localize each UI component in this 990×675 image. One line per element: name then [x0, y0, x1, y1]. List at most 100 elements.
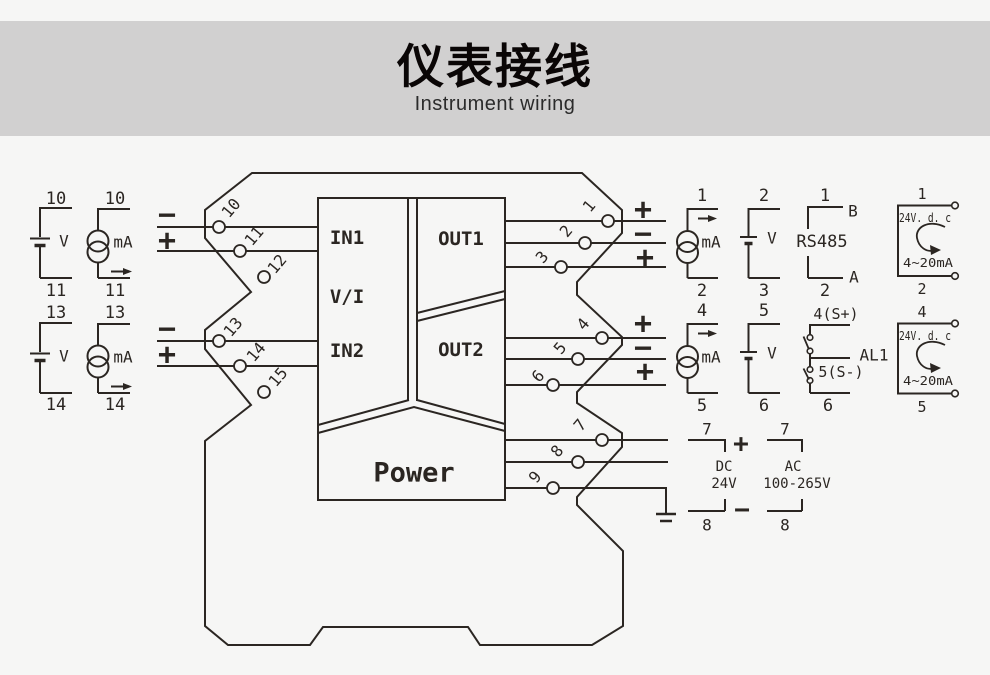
load-i2-wire [686, 323, 718, 394]
power-divider [317, 399, 506, 434]
terminal-num-15: 15 [265, 364, 292, 391]
out2-minus: − [634, 331, 652, 366]
load-i2-bottom-num: 5 [697, 396, 707, 416]
source-i1-top-num: 10 [105, 189, 125, 209]
loop1-terminal [950, 201, 960, 210]
source-voltage-1: 10 V 11 [30, 189, 72, 301]
ac-name: AC [785, 459, 802, 475]
loop-arrow-icon [916, 340, 946, 370]
load-v2-bottom-num: 6 [759, 396, 769, 416]
source-v1-wire [39, 207, 72, 279]
dc-top-num: 7 [702, 420, 712, 439]
load-v2-wire [747, 323, 780, 394]
source-current-1: 10 mA 11 [86, 189, 133, 301]
terminal-num-10: 10 [218, 195, 245, 222]
dc-minus: − [734, 495, 750, 525]
wire-9 [505, 487, 667, 514]
inner-blocks: IN1 V/I IN2 OUT1 OUT2 Power [317, 197, 506, 501]
loop-power-box-1: 1 24V. d. c 4~20mA 2 [897, 185, 960, 298]
terminal-circle-3 [554, 260, 568, 274]
out2-plus1: + [634, 307, 652, 342]
terminal-num-4: 4 [573, 314, 594, 334]
terminal-circle-10 [212, 220, 226, 234]
load-i2-label: mA [701, 348, 721, 367]
in2-plus: + [158, 338, 176, 373]
terminal-circle-6 [546, 378, 560, 392]
loop2-terminal [950, 389, 960, 398]
terminal-circle-5 [571, 352, 585, 366]
rs485-b-label: B [848, 202, 858, 221]
ac-bottom-num: 8 [780, 516, 790, 535]
out1-out2-divider [416, 290, 506, 322]
loop1-terminal [950, 271, 960, 281]
terminal-circle-9 [546, 481, 560, 495]
rs485-a-label: A [849, 268, 859, 287]
loop2-bottom-num: 5 [917, 398, 926, 416]
in1-label: IN1 [330, 227, 364, 249]
loop1-current: 4~20mA [903, 256, 954, 270]
power-label: Power [373, 458, 454, 489]
loop1-voltage: 24V. d. c [899, 211, 951, 225]
load-v2-top-num: 5 [759, 301, 769, 321]
source-i1-bottom-num: 11 [105, 281, 125, 301]
out1-plus2: + [636, 241, 654, 276]
alarm-bottom-num: 6 [823, 396, 833, 416]
terminal-num-14: 14 [243, 339, 270, 366]
ac-top-num: 7 [780, 420, 790, 439]
alarm-mid-num: 5(S-) [818, 363, 863, 381]
terminal-circles [212, 214, 615, 495]
vi-label: V/I [330, 286, 364, 308]
out1-label: OUT1 [438, 228, 484, 250]
terminal-circle-14 [233, 359, 247, 373]
enclosure-outline [204, 172, 624, 646]
flow-arrow-icon [123, 268, 132, 275]
rs485-label: RS485 [796, 232, 847, 252]
load-current-1: 1 mA 2 [676, 186, 721, 301]
load-v1-bottom-num: 3 [759, 281, 769, 301]
in2-label: IN2 [330, 340, 364, 362]
dc-plus: + [733, 429, 749, 459]
terminal-num-5: 5 [550, 338, 571, 358]
terminal-circle-13 [212, 334, 226, 348]
loop2-terminal [950, 319, 960, 328]
load-i1-bottom-num: 2 [697, 281, 707, 301]
terminal-num-9: 9 [525, 467, 546, 487]
page-title: 仪表接线 [397, 40, 593, 94]
source-v2-label: V [59, 347, 69, 366]
source-v1-label: V [59, 232, 69, 251]
load-i2-top-num: 4 [697, 301, 707, 321]
source-v1-bottom-num: 11 [46, 281, 66, 301]
alarm-wire [809, 324, 850, 394]
terminal-circle-11 [233, 244, 247, 258]
source-v2-bottom-num: 14 [46, 395, 66, 415]
dc-bracket [688, 439, 726, 512]
alarm-relay: 4(S+) AL1 5(S-) 6 [802, 305, 889, 416]
source-i2-wire [97, 323, 130, 394]
rs485-port: 1 B RS485 A 2 [796, 186, 859, 301]
load-current-2: 4 mA 5 [676, 301, 721, 416]
source-i2-label: mA [113, 348, 133, 367]
source-current-2: 13 mA 14 [86, 303, 133, 415]
loop2-voltage: 24V. d. c [899, 329, 951, 343]
source-i1-wire [97, 208, 130, 279]
loop2-top-num: 4 [917, 303, 926, 321]
load-v1-wire [747, 208, 780, 279]
polarity-signs: − + − + + − + + − + [158, 193, 654, 390]
loop2-current: 4~20mA [903, 374, 954, 388]
current-load-icon [676, 356, 699, 379]
rs485-top-num: 1 [820, 186, 830, 206]
load-voltage-1: 2 V 3 [740, 186, 780, 301]
terminal-circle-12 [257, 270, 271, 284]
terminal-num-1: 1 [579, 196, 600, 216]
current-source-icon [86, 344, 110, 368]
terminal-circle-4 [595, 331, 609, 345]
loop-arrow-icon [930, 363, 941, 373]
flow-arrow-icon [708, 215, 717, 222]
dc-bottom-num: 8 [702, 516, 712, 535]
header-band: 仪表接线 Instrument wiring [0, 21, 990, 136]
source-i2-bottom-num: 14 [105, 395, 125, 415]
current-load-icon [676, 345, 699, 368]
alarm-label: AL1 [860, 346, 889, 365]
loop1-frame [897, 204, 951, 277]
